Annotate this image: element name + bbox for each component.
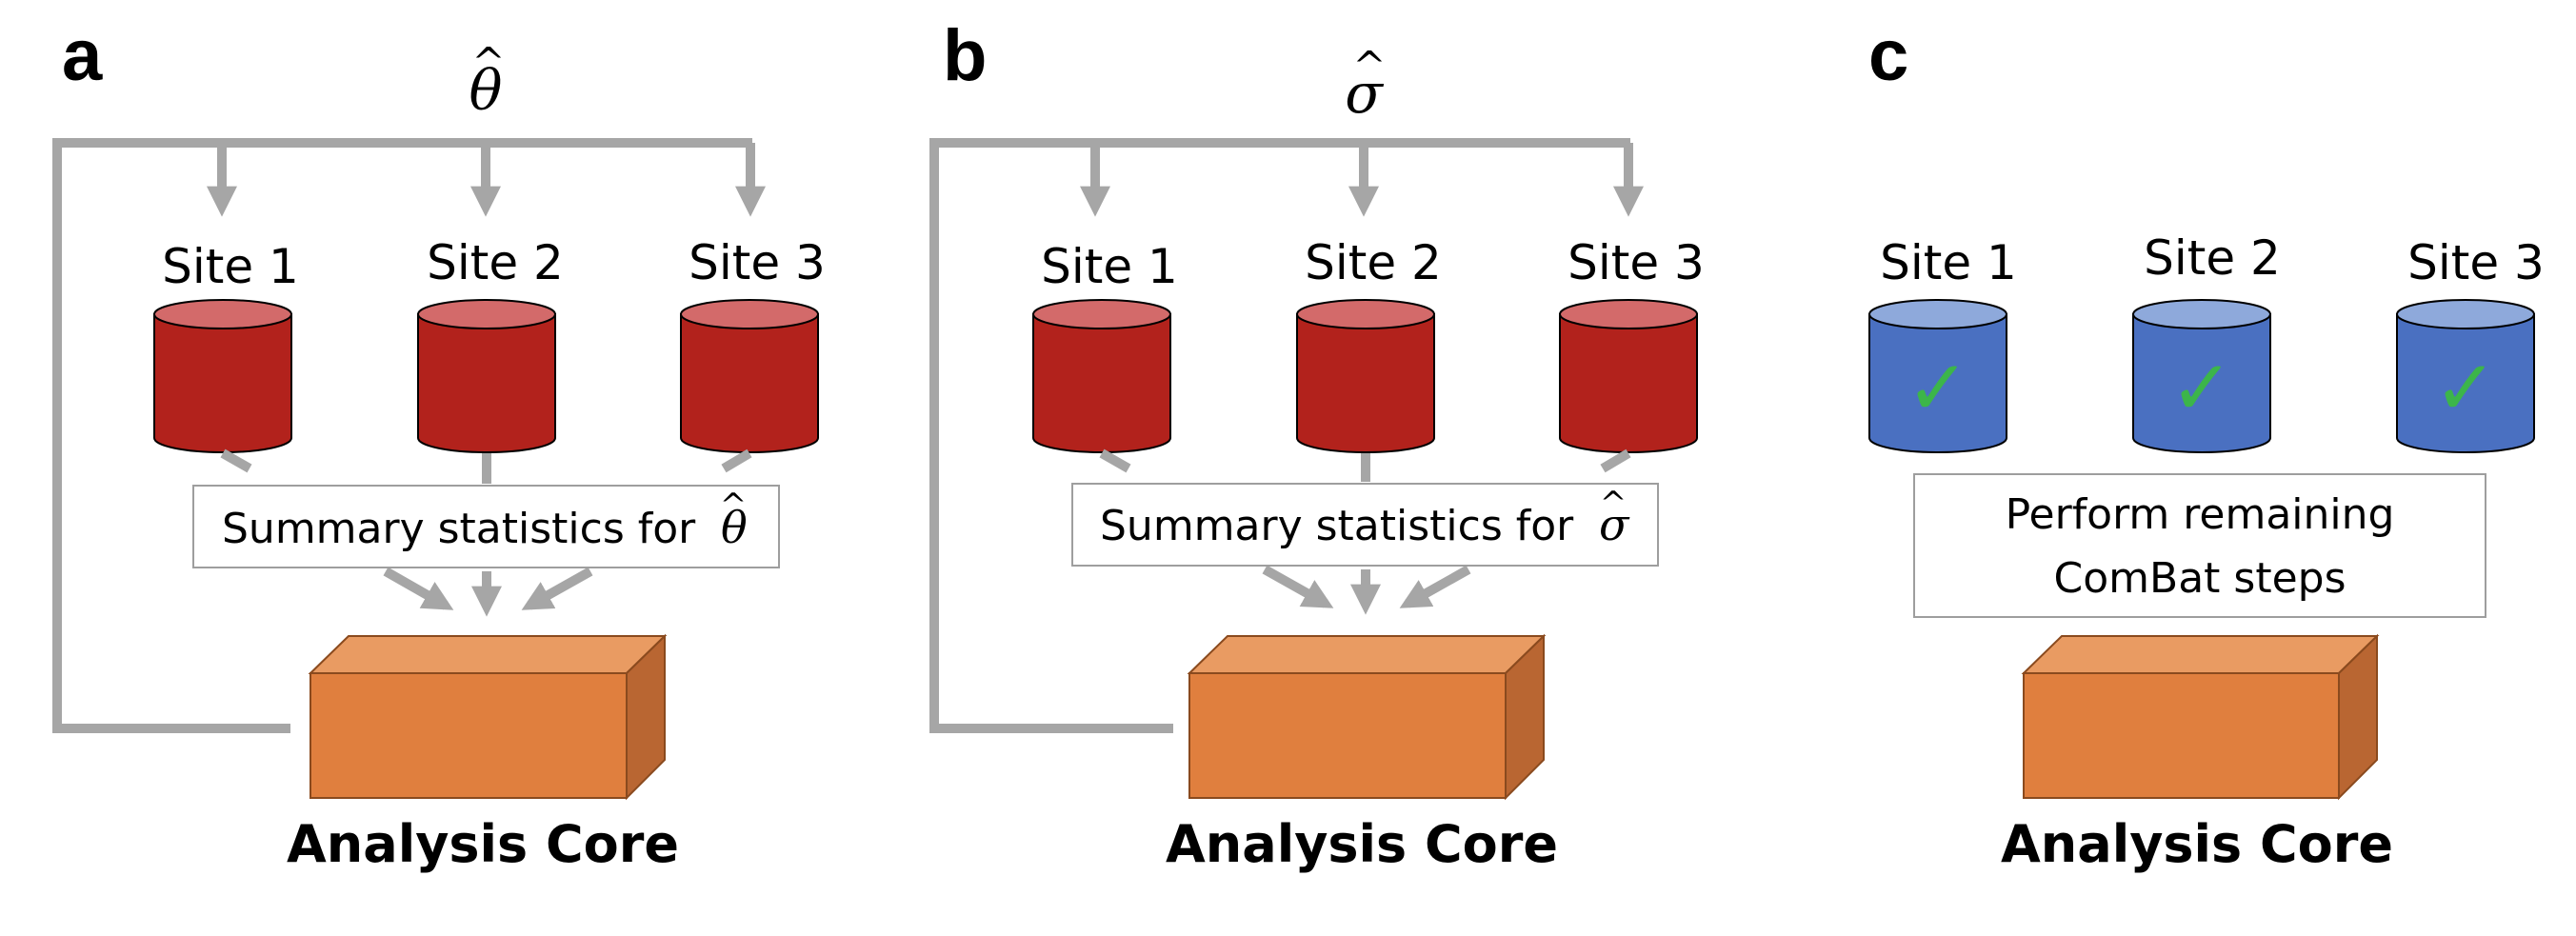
parameter-label: σ ^ [1345,43,1386,126]
site-2-label: Site 2 [1305,235,1442,290]
panel-a: a θ ^ Site 1 Site 2 Site 3 [52,15,826,874]
site-2-database-icon [417,299,556,453]
analysis-core-cube-icon [1187,633,1547,801]
site-1-database-icon: ✓ [1868,299,2007,453]
summary-text: Summary statistics for [1100,502,1574,550]
site-3-label: Site 3 [2407,235,2545,290]
site-3-database-icon [680,299,819,453]
site-3-label: Site 3 [689,235,826,290]
summary-statistics-box: Summary statistics for σ ^ [1071,483,1659,567]
box-line-1: Perform remaining [2006,490,2395,539]
site-2-database-icon [1296,299,1435,453]
check-icon: ✓ [1906,344,1969,432]
feedback-loop [52,138,767,733]
panel-b: b σ ^ Site 1 Site 2 Site 3 [929,15,1705,874]
feedback-line [52,138,752,733]
feedback-line [929,138,1630,733]
box-line-2: ComBat steps [2054,554,2346,603]
param-hat: ^ [471,39,505,86]
site-to-core-arrows [220,448,752,617]
summary-param-hat: ^ [720,487,748,525]
site-1-database-icon [1032,299,1171,453]
site-3-label: Site 3 [1568,235,1705,290]
panel-letter: b [943,15,987,96]
analysis-core-cube-icon [2021,633,2380,801]
param-symbol: σ [1345,61,1384,126]
analysis-core-label: Analysis Core [287,814,679,874]
check-icon: ✓ [2433,344,2497,432]
panel-letter: c [1868,15,1908,96]
parameter-label: θ ^ [469,39,506,123]
site-3-database-icon [1559,299,1698,453]
analysis-core-cube-icon [308,633,668,801]
param-symbol: θ [469,58,503,123]
feedback-loop [929,138,1645,733]
panel-c: c Site 1 Site 2 Site 3 ✓ ✓ ✓ Perform rem… [1868,15,2545,874]
summary-text: Summary statistics for [222,505,696,553]
param-hat: ^ [1352,43,1386,90]
site-1-database-icon [153,299,292,453]
summary-param: σ [1599,499,1630,550]
analysis-core-label: Analysis Core [1166,814,1558,874]
site-2-database-icon: ✓ [2132,299,2271,453]
summary-statistics-box: Summary statistics for θ ^ [192,485,780,568]
site-1-label: Site 1 [1041,239,1178,294]
site-1-label: Site 1 [162,239,299,294]
summary-param: θ [721,502,748,553]
site-3-database-icon: ✓ [2396,299,2535,453]
site-1-label: Site 1 [1880,235,2017,290]
panel-letter: a [62,15,103,96]
check-icon: ✓ [2169,344,2233,432]
site-2-label: Site 2 [2144,230,2281,286]
remaining-steps-box: Perform remaining ComBat steps [1913,473,2486,618]
site-2-label: Site 2 [427,235,564,290]
summary-param-hat: ^ [1600,485,1627,523]
site-to-core-arrows [1099,448,1631,615]
analysis-core-label: Analysis Core [2001,814,2393,874]
